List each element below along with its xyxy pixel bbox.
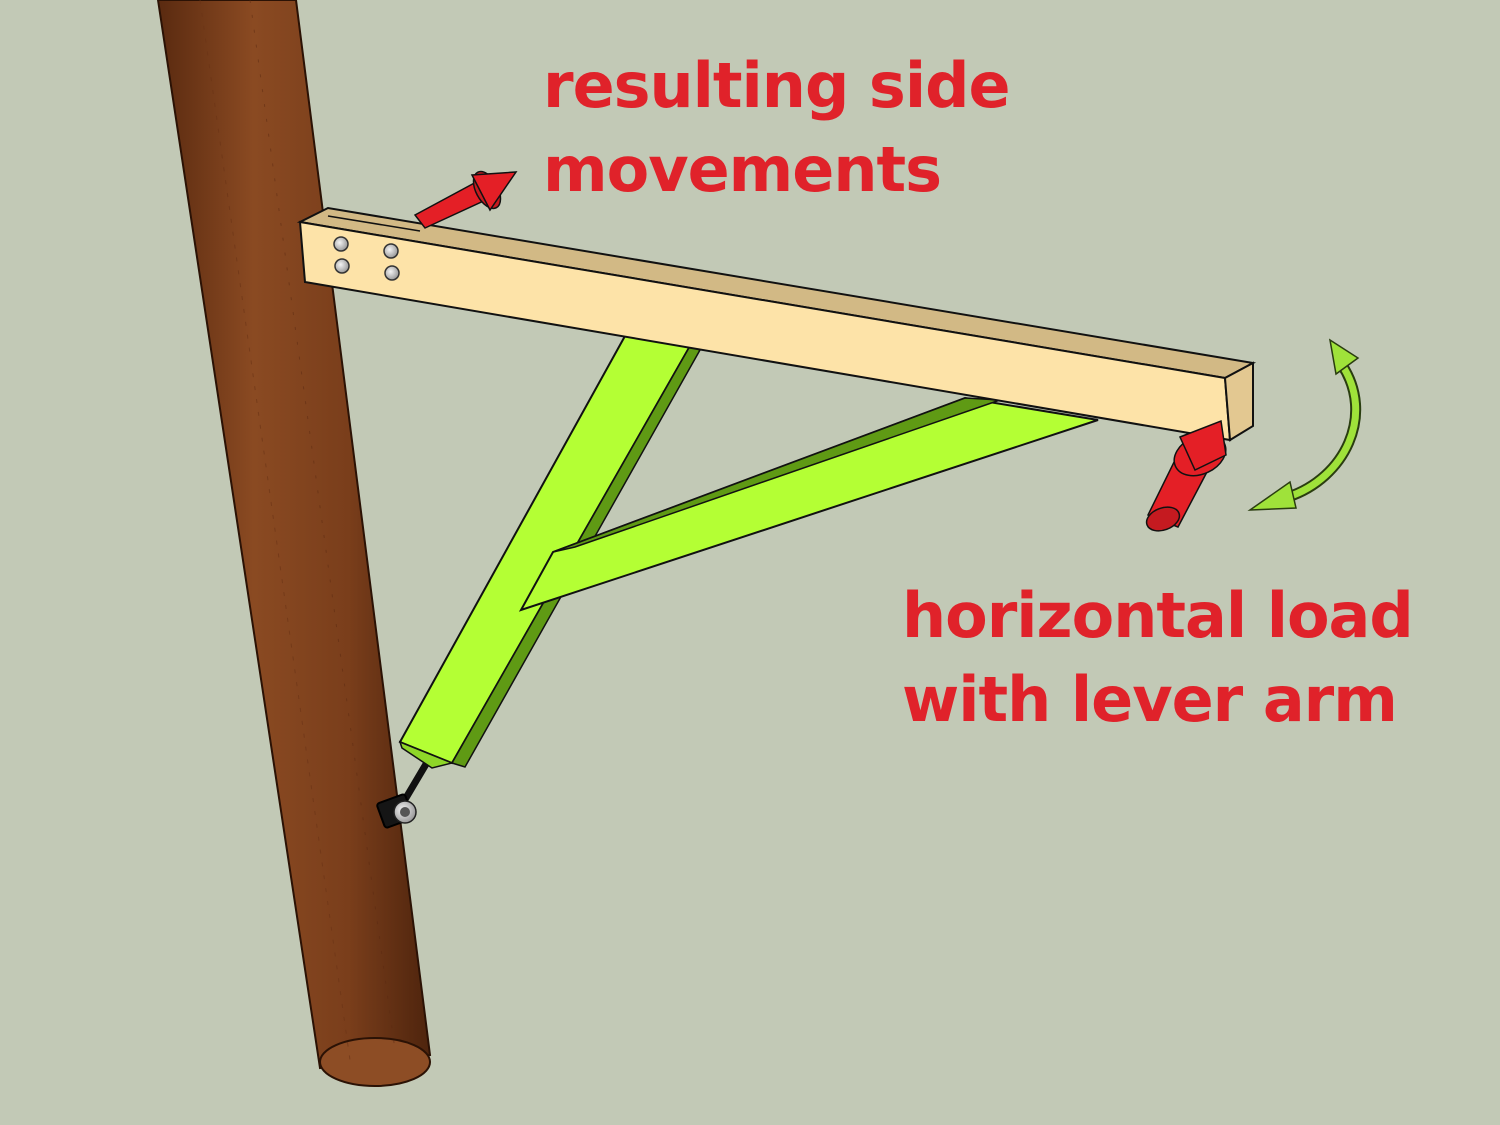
crossbeam [296,206,1257,442]
load-arrow-icon [1145,419,1227,532]
bolt-head-icon [384,265,400,281]
bolt-head-icon [383,243,399,259]
rotation-arrow-icon [1247,338,1362,511]
side-movement-arrow-icon [413,170,518,229]
bolt-head-icon [333,236,349,252]
horizontal-load-label-line1: horizontal load [902,579,1414,652]
side-movement-label-line1: resulting side [543,49,1010,122]
bolt-nut-icon [376,752,436,829]
bolt-head-icon [334,258,350,274]
horizontal-load-label-line2: with lever arm [902,663,1398,736]
bolt-heads [333,236,400,281]
side-movement-label: resulting side movements [543,44,1010,212]
wooden-pole [156,0,432,1087]
horizontal-strut [518,396,1099,612]
side-movement-label-line2: movements [543,133,942,206]
horizontal-load-label: horizontal load with lever arm [902,574,1414,742]
